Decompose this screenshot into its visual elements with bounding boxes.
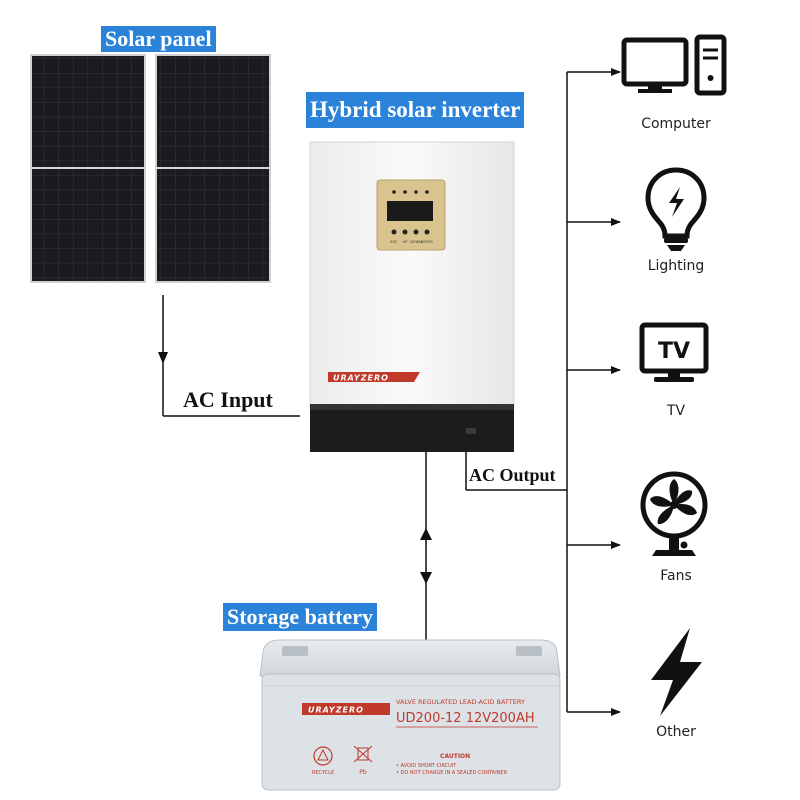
inverter-brand-text: URAYZERO <box>333 374 389 383</box>
battery-caution-line-0: • AVOID SHORT CIRCUIT <box>396 763 457 769</box>
inverter-button-label-2: DOWN <box>410 240 422 244</box>
storage-battery-label: Storage battery <box>223 603 378 631</box>
appliance-label-tv: TV <box>666 403 686 419</box>
battery-pb-text: Pb <box>359 769 367 776</box>
inverter-button-esc[interactable] <box>391 229 397 235</box>
solar-panel-left <box>30 54 146 283</box>
inverter-button-label-1: UP <box>403 240 408 244</box>
battery-type-text: VALVE REGULATED LEAD-ACID BATTERY <box>396 698 525 706</box>
inverter-brand-strip <box>328 372 420 382</box>
fan-icon <box>640 471 708 556</box>
solar-panel-right <box>155 54 271 283</box>
appliance-label-fans: Fans <box>660 568 692 584</box>
tv-icon-text: TV <box>658 339 690 364</box>
battery-up-arrow <box>420 528 432 540</box>
battery-brand-strip <box>302 703 390 715</box>
battery-caution-title: CAUTION <box>440 753 470 760</box>
bin-crossed-icon <box>353 745 373 763</box>
battery-recycle-text: RECYCLE <box>312 770 334 776</box>
inverter-button-enter[interactable] <box>424 229 430 235</box>
ac-output-label: AC Output <box>469 465 556 485</box>
battery-down-arrow <box>420 572 432 584</box>
appliance-label-lighting: Lighting <box>647 258 705 274</box>
battery-brand-text: URAYZERO <box>308 706 364 715</box>
light-bulb-icon <box>645 167 707 251</box>
appliance-label-computer: Computer <box>641 116 711 132</box>
panel-down-arrow <box>158 352 168 364</box>
inverter-lcd-screen <box>387 201 433 221</box>
solar-panel-label: Solar panel <box>101 26 216 52</box>
inverter-button-label-3: ENTER <box>421 240 433 244</box>
appliance-label-other: Other <box>656 724 696 740</box>
battery-model-text: UD200-12 12V200AH <box>396 711 535 726</box>
recycle-icon <box>313 746 333 766</box>
lightning-bolt-icon <box>651 628 702 716</box>
inverter-label: Hybrid solar inverter <box>306 92 525 128</box>
computer-icon <box>621 34 727 96</box>
inverter-button-up[interactable] <box>402 229 408 235</box>
ac-input-label: AC Input <box>183 387 273 412</box>
tv-icon: TV <box>639 322 709 382</box>
inverter-button-label-0: ESC <box>391 240 398 244</box>
inverter-button-down[interactable] <box>413 229 419 235</box>
battery-caution-line-1: • DO NOT CHARGE IN A SEALED CONTAINER <box>396 770 508 776</box>
